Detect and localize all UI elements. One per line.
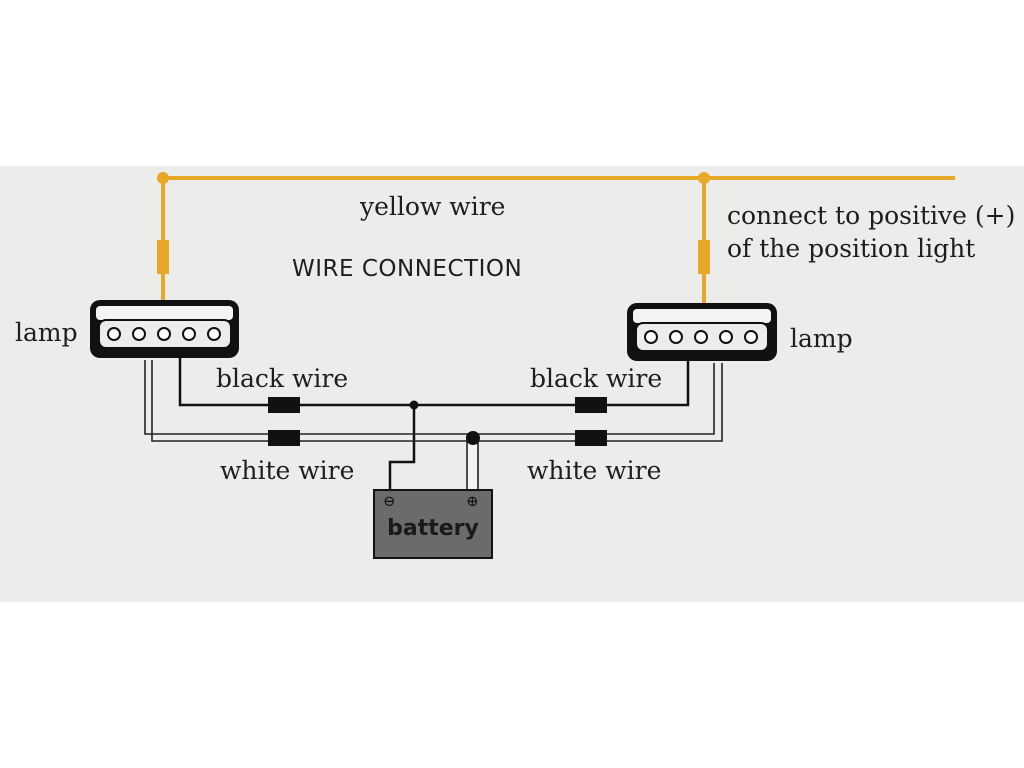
black-wire-right-label: black wire bbox=[530, 364, 663, 393]
yellow-connector-right bbox=[698, 240, 710, 274]
white-wire bbox=[144, 360, 723, 492]
yellow-junction-right bbox=[698, 172, 710, 184]
white-wire-left-label: white wire bbox=[220, 456, 355, 485]
battery-positive-icon: ⊕ bbox=[466, 492, 479, 510]
black-connector-right bbox=[575, 397, 607, 413]
white-wire-right-label: white wire bbox=[527, 456, 662, 485]
lamp-left-icon bbox=[90, 300, 239, 358]
lamp-right-label: lamp bbox=[790, 324, 853, 353]
white-connector-right bbox=[575, 430, 607, 446]
battery-negative-icon: ⊖ bbox=[383, 492, 396, 510]
yellow-connector-left bbox=[157, 240, 169, 274]
black-wire-left-label: black wire bbox=[216, 364, 349, 393]
connect-positive-line2: of the position light bbox=[727, 234, 976, 263]
black-junction bbox=[409, 400, 419, 410]
battery-label: battery bbox=[387, 516, 479, 541]
white-junction bbox=[466, 431, 480, 445]
yellow-wire-label: yellow wire bbox=[360, 192, 506, 221]
connect-positive-line1: connect to positive (+) bbox=[727, 201, 1016, 230]
lamp-left-label: lamp bbox=[15, 318, 78, 347]
yellow-junction-left bbox=[157, 172, 169, 184]
battery-icon bbox=[373, 489, 493, 559]
lamp-right-icon bbox=[627, 303, 777, 361]
diagram-title: WIRE CONNECTION bbox=[292, 256, 523, 282]
diagram-panel bbox=[0, 166, 1024, 602]
white-connector-left bbox=[268, 430, 300, 446]
black-connector-left bbox=[268, 397, 300, 413]
